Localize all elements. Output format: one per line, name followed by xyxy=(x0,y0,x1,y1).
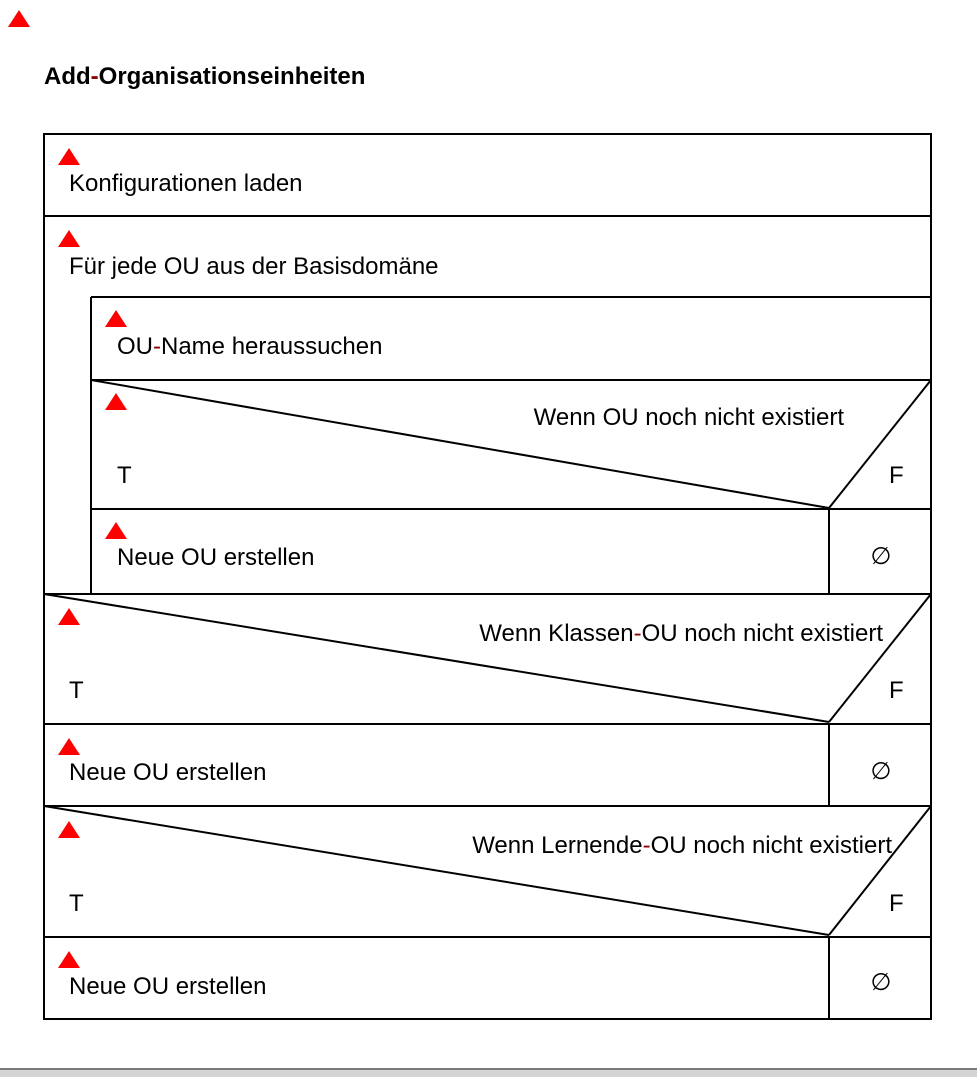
warning-triangle-icon[interactable] xyxy=(58,608,80,625)
block-label: OU-Name heraussuchen xyxy=(117,333,382,360)
warning-triangle-icon[interactable] xyxy=(58,951,80,968)
condition-text: Wenn Klassen-OU noch nicht existiert xyxy=(479,620,883,647)
block-label: Neue OU erstellen xyxy=(69,759,266,786)
false-label: F xyxy=(889,890,904,917)
true-label: T xyxy=(69,677,84,704)
block-label: Neue OU erstellen xyxy=(117,544,314,571)
block-label: Konfigurationen laden xyxy=(69,170,303,197)
block-get-ou-name[interactable]: OU-Name heraussuchen xyxy=(105,310,382,360)
block-if-ou-exists[interactable]: Wenn OU noch nicht existiert T F xyxy=(105,393,904,489)
diagram-title: Add-Organisationseinheiten xyxy=(44,63,365,90)
block-load-config[interactable]: Konfigurationen laden xyxy=(58,148,303,197)
block-create-ou-1[interactable]: Neue OU erstellen xyxy=(105,522,314,571)
block-if-lernende-ou[interactable]: Wenn Lernende-OU noch nicht existiert T … xyxy=(58,821,904,917)
true-label: T xyxy=(117,462,132,489)
empty-set-icon: ∅ xyxy=(871,543,892,570)
warning-triangle-icon[interactable] xyxy=(58,230,80,247)
block-empty-2[interactable]: ∅ xyxy=(871,758,892,785)
block-empty-3[interactable]: ∅ xyxy=(871,969,892,996)
block-create-ou-3[interactable]: Neue OU erstellen xyxy=(58,951,266,1000)
bottom-scrollbar[interactable] xyxy=(0,1068,977,1077)
block-if-klassen-ou[interactable]: Wenn Klassen-OU noch nicht existiert T F xyxy=(58,608,904,704)
block-label: Neue OU erstellen xyxy=(69,973,266,1000)
warning-triangle-icon[interactable] xyxy=(58,738,80,755)
condition-text: Wenn OU noch nicht existiert xyxy=(534,404,845,431)
warning-triangle-icon[interactable] xyxy=(105,393,127,410)
loop-label: Für jede OU aus der Basisdomäne xyxy=(69,253,439,280)
warning-triangle-icon[interactable] xyxy=(58,148,80,165)
true-label: T xyxy=(69,890,84,917)
warning-triangle-icon[interactable] xyxy=(105,310,127,327)
block-create-ou-2[interactable]: Neue OU erstellen xyxy=(58,738,266,786)
empty-set-icon: ∅ xyxy=(871,758,892,785)
false-label: F xyxy=(889,462,904,489)
empty-set-icon: ∅ xyxy=(871,969,892,996)
warning-triangle-icon[interactable] xyxy=(105,522,127,539)
condition-text: Wenn Lernende-OU noch nicht existiert xyxy=(472,832,892,859)
diagram-frame xyxy=(43,133,932,1020)
warning-triangle-icon[interactable] xyxy=(8,10,30,27)
warning-triangle-icon[interactable] xyxy=(58,821,80,838)
false-label: F xyxy=(889,677,904,704)
block-loop[interactable]: Für jede OU aus der Basisdomäne xyxy=(58,230,439,280)
block-empty-1[interactable]: ∅ xyxy=(871,543,892,570)
